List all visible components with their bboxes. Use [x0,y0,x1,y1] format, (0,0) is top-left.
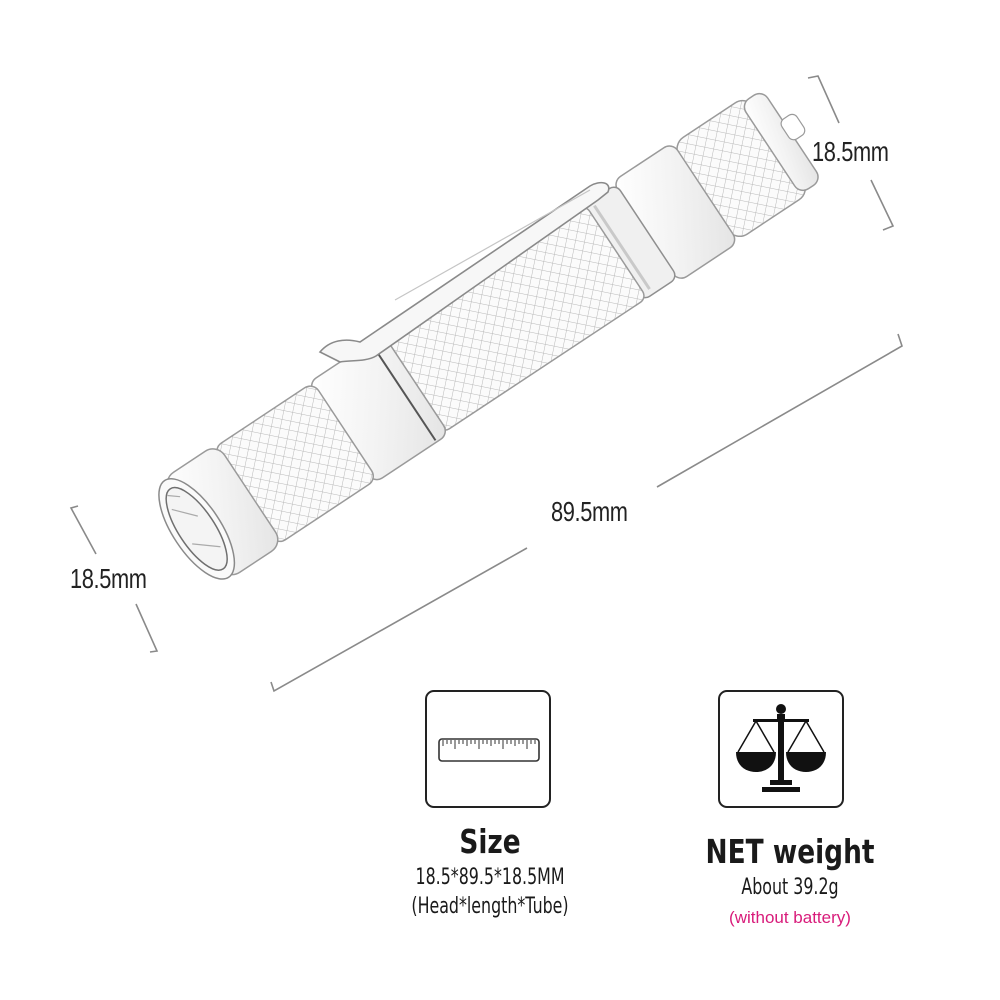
size-value: 18.5*89.5*18.5MM [415,865,565,890]
head-diameter-label-bottom: 18.5mm [70,563,147,594]
head-diameter-label-top: 18.5mm [812,136,889,167]
balance-scale-icon [736,704,826,792]
weight-note: (without battery) [729,908,851,927]
size-title: Size [459,822,521,861]
weight-value: About 39.2g [741,875,839,900]
size-legend: (Head*length*Tube) [411,894,569,919]
weight-caption: NET weight About 39.2g (without battery) [670,832,910,928]
ruler-icon [438,738,540,762]
size-caption: Size 18.5*89.5*18.5MM (Head*length*Tube) [370,822,610,919]
weight-title: NET weight [705,832,875,871]
size-icon-box [425,690,551,808]
weight-icon-box [718,690,844,808]
length-label: 89.5mm [551,496,628,527]
